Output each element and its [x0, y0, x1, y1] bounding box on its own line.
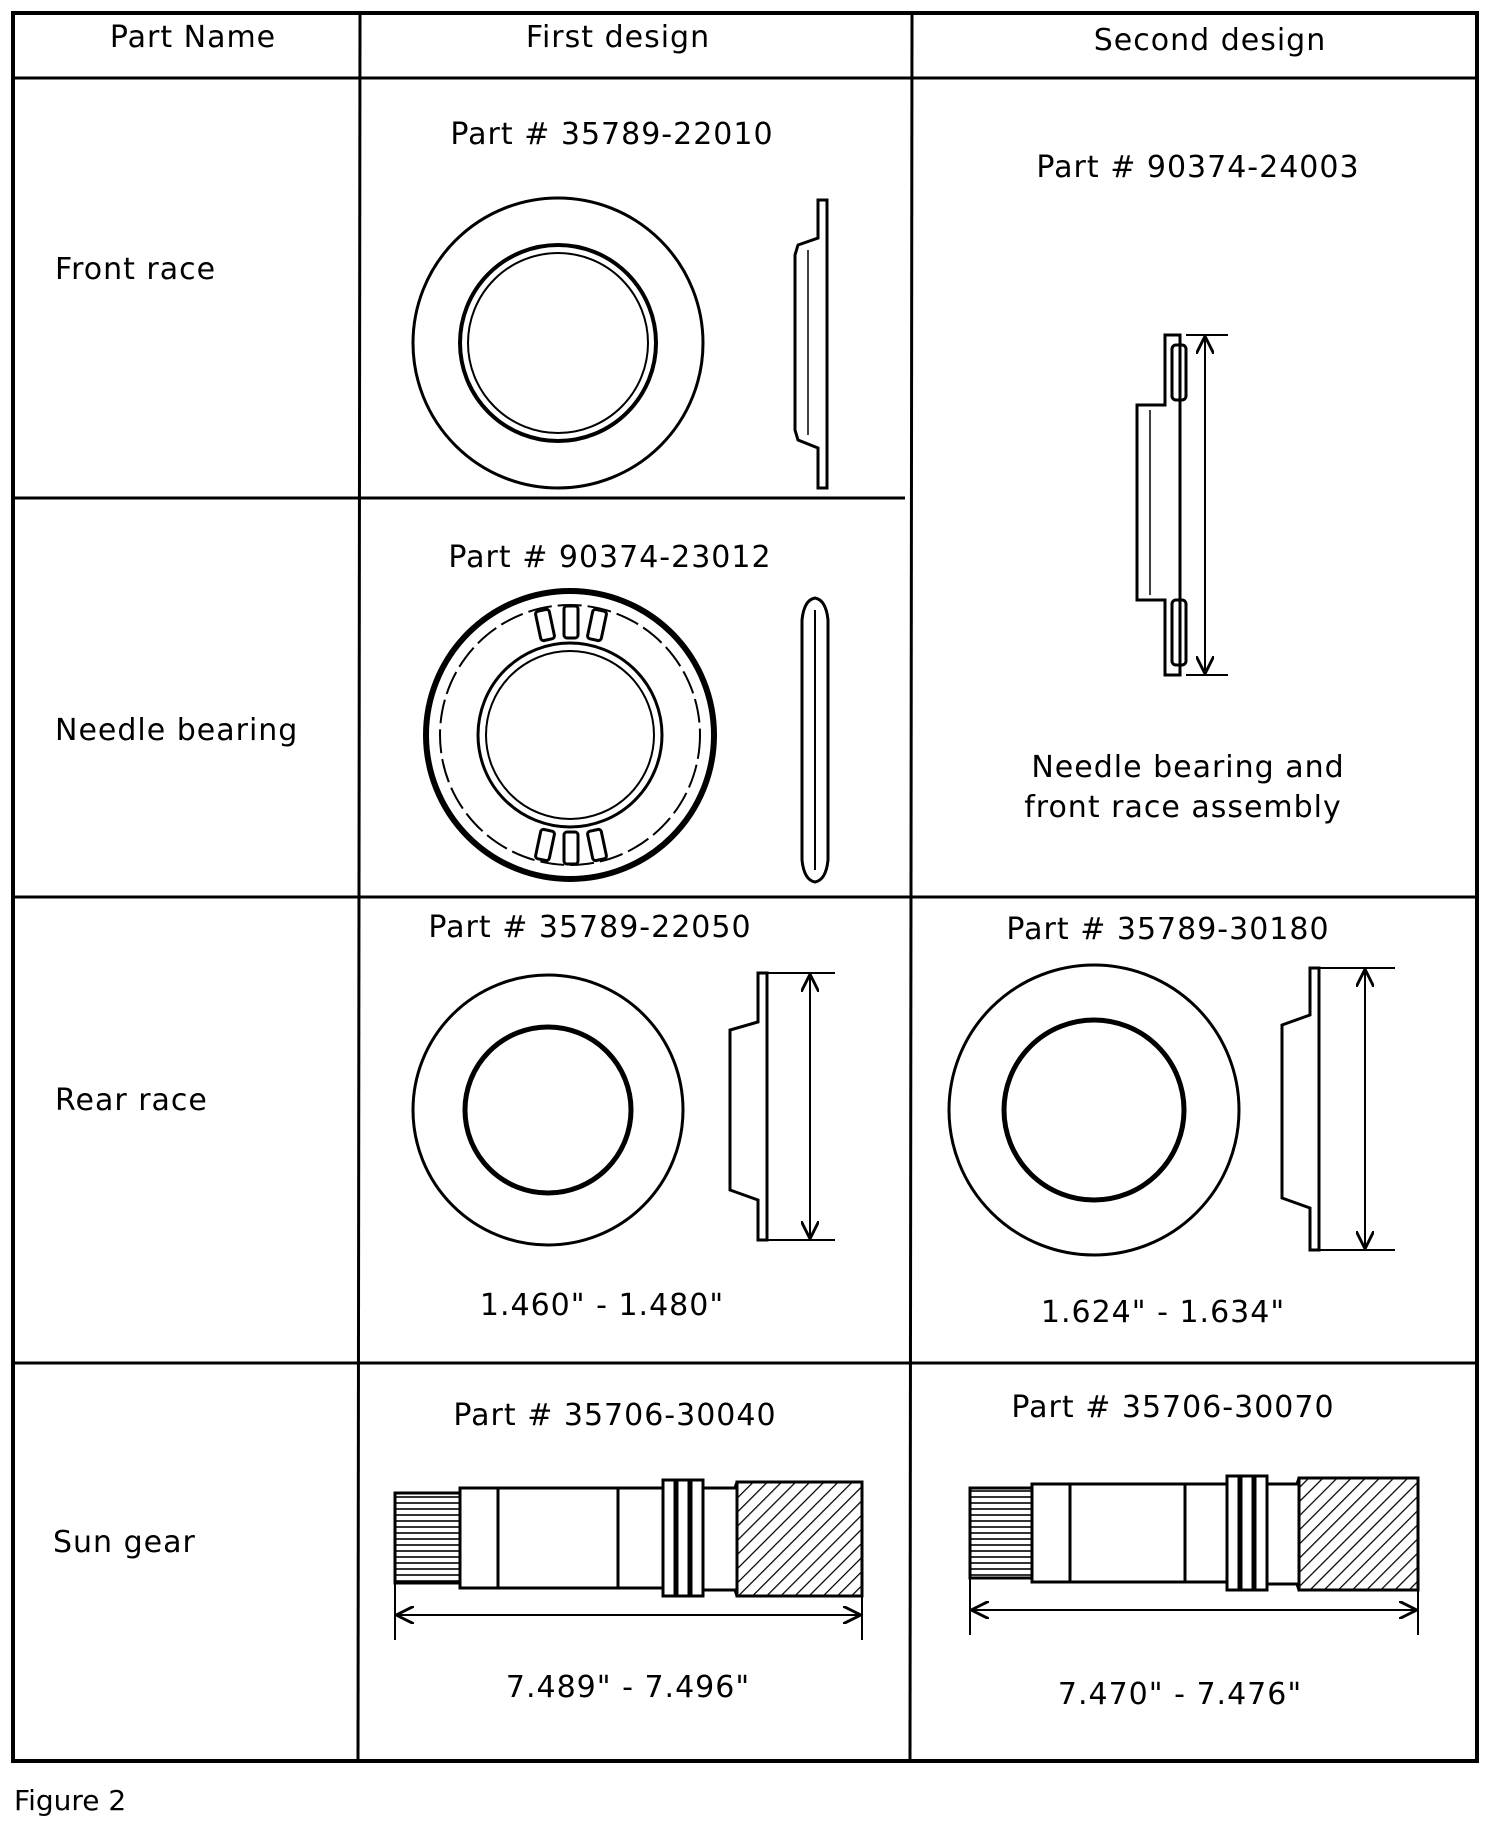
sun-gear-first-part-number: Part # 35706-30040 [453, 1398, 777, 1433]
front-race-first-part-number: Part # 35789-22010 [450, 117, 774, 152]
sun-gear-second-dimension: 7.470" - 7.476" [1057, 1677, 1303, 1712]
row-label-front-race: Front race [55, 252, 217, 287]
rear-race-second-part-number: Part # 35789-30180 [1006, 912, 1330, 947]
assembly-caption-line1: Needle bearing and [1031, 750, 1345, 785]
header-second-design: Second design [1093, 23, 1327, 58]
assembly-second-part-number: Part # 90374-24003 [1036, 150, 1360, 185]
rear-race-second-dimension: 1.624" - 1.634" [1040, 1295, 1286, 1330]
assembly-drawing [1135, 333, 1228, 677]
rear-race-first-part-number: Part # 35789-22050 [428, 910, 752, 945]
needle-bearing-first-part-number: Part # 90374-23012 [448, 540, 772, 575]
front-race-drawing [411, 196, 829, 490]
header-part-name: Part Name [109, 20, 277, 55]
figure-label: Figure 2 [14, 1784, 127, 1817]
needle-bearing-drawing [423, 588, 830, 884]
sun-gear-second-part-number: Part # 35706-30070 [1011, 1390, 1335, 1425]
rear-race-first-dimension: 1.460" - 1.480" [479, 1288, 725, 1323]
sun-gear-first-drawing [393, 1478, 864, 1640]
assembly-caption-line2: front race assembly [1024, 790, 1342, 825]
header-first-design: First design [525, 20, 711, 55]
sun-gear-first-dimension: 7.489" - 7.496" [505, 1670, 751, 1705]
sun-gear-second-drawing [968, 1474, 1420, 1635]
row-label-rear-race: Rear race [55, 1083, 208, 1118]
row-label-needle-bearing: Needle bearing [55, 713, 299, 748]
rear-race-second-drawing [947, 963, 1395, 1257]
rear-race-first-drawing [411, 971, 835, 1247]
row-label-sun-gear: Sun gear [53, 1525, 196, 1560]
